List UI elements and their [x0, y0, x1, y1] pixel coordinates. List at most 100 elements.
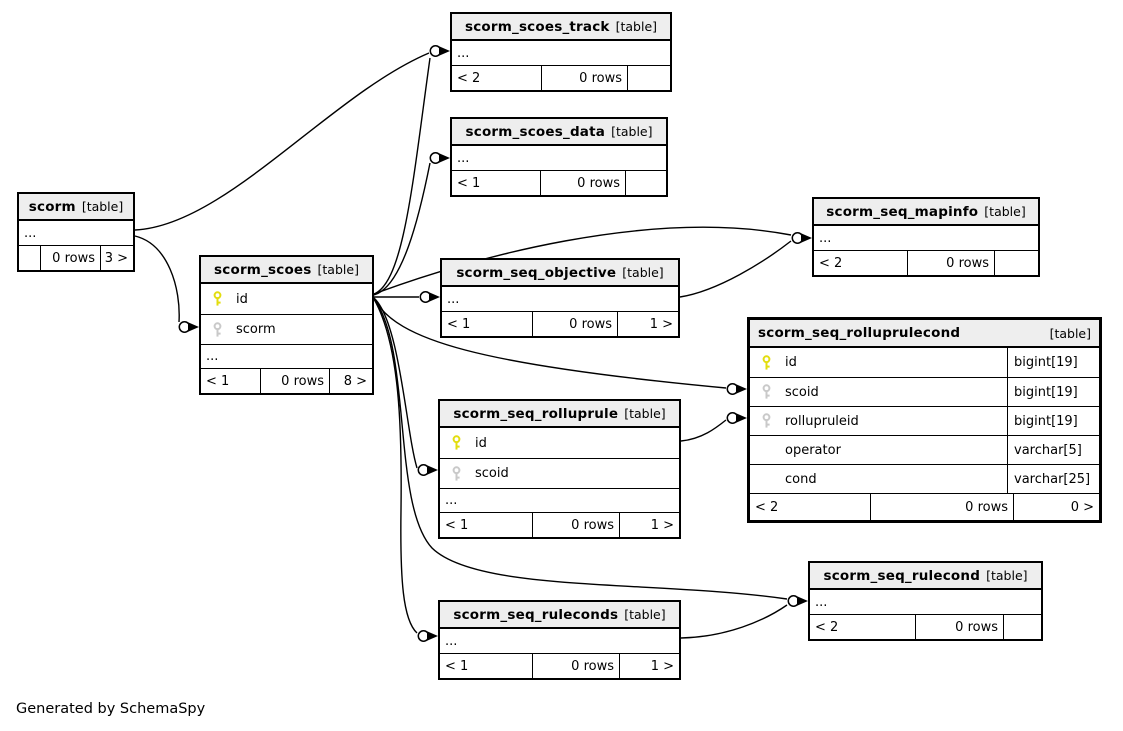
edge-scorm_scoes-to-scorm_scoes_data: [373, 162, 431, 296]
footer-parents-count: < 1: [457, 175, 481, 191]
edge-scorm_seq_objective-to-scorm_seq_mapinfo: [679, 240, 792, 298]
column-name: rollupruleid: [785, 413, 859, 429]
footer-children-count: [1003, 615, 1041, 639]
foreign-key-icon: [761, 384, 777, 400]
table-type-label: [table]: [611, 124, 653, 139]
table-header-scorm_seq_rulecond[interactable]: scorm_seq_rulecond[table]: [810, 563, 1041, 590]
table-name[interactable]: scorm_seq_rulecond: [823, 567, 981, 584]
more-columns-row: ...: [810, 590, 1041, 614]
edge-scorm_scoes-to-scorm_seq_rolluprulecond-scoid: [373, 297, 727, 389]
column-type: bigint[19]: [1007, 378, 1099, 406]
footer-parents-count: < 1: [447, 316, 471, 332]
table-name[interactable]: scorm_seq_ruleconds: [453, 606, 619, 623]
fk-arrowhead-icon: [429, 292, 440, 302]
table-header-scorm_scoes[interactable]: scorm_scoes[table]: [201, 257, 372, 284]
footer-parents-count: < 1: [445, 517, 469, 533]
table-name[interactable]: scorm_seq_rolluprulecond: [758, 325, 961, 341]
table-header-scorm_seq_ruleconds[interactable]: scorm_seq_ruleconds [table]: [440, 602, 679, 629]
footer-rows-count: 0 rows: [532, 312, 617, 336]
footer-parents-count: < 2: [755, 499, 779, 515]
edge-scorm_seq_ruleconds-to-scorm_seq_rulecond: [680, 604, 788, 639]
column-name: cond: [785, 471, 817, 487]
table-type-label: [table]: [624, 607, 666, 622]
table-type-label: [table]: [81, 199, 124, 214]
footer-rows-count: 0 rows: [260, 369, 329, 393]
footer-rows-count: 0 rows: [532, 654, 619, 678]
table-name[interactable]: scorm_scoes_data: [465, 123, 606, 140]
table-name[interactable]: scorm_scoes_track: [464, 18, 610, 35]
table-name[interactable]: scorm_seq_objective: [456, 264, 617, 281]
table-type-label: [table]: [984, 204, 1026, 219]
footer-rows-count: 0 rows: [532, 513, 619, 537]
foreign-key-icon: [451, 465, 467, 482]
table-name[interactable]: scorm_seq_mapinfo: [826, 203, 979, 220]
edge-scorm_scoes-to-scorm_seq_mapinfo: [373, 226, 792, 295]
column-scoid: scoid: [440, 458, 679, 488]
column-name: id: [475, 435, 487, 451]
edge-scorm_seq_rolluprule-to-scorm_seq_rolluprulecond-rollupruleid: [680, 419, 727, 442]
column-id: id: [440, 428, 679, 458]
footer-rows-count: 0 rows: [541, 66, 627, 90]
table-header-scorm_seq_rolluprulecond[interactable]: scorm_seq_rolluprulecond [table]: [750, 320, 1099, 348]
fk-arrowhead-icon: [801, 233, 812, 243]
footer-parents-count: < 1: [445, 658, 469, 674]
table-name[interactable]: scorm_seq_rolluprule: [453, 405, 619, 422]
fk-arrowhead-icon: [736, 384, 747, 394]
column-name: scorm: [236, 322, 276, 337]
more-columns-row: ...: [442, 287, 678, 311]
table-header-scorm_seq_mapinfo[interactable]: scorm_seq_mapinfo [table]: [814, 199, 1038, 226]
column-type: varchar[5]: [1007, 436, 1099, 464]
table-header-scorm_scoes_track[interactable]: scorm_scoes_track [table]: [452, 14, 670, 41]
generated-by-caption: Generated by SchemaSpy: [16, 701, 206, 717]
more-columns-row: ...: [452, 146, 666, 170]
edge-scorm_scoes-to-scorm_scoes_track: [373, 57, 431, 295]
edge-scorm_scoes-to-scorm_seq_rulecond: [373, 298, 788, 600]
table-name[interactable]: scorm_scoes: [214, 261, 312, 278]
table-name[interactable]: scorm: [28, 198, 76, 215]
table-header-scorm[interactable]: scorm [table]: [19, 194, 133, 221]
footer-children-count: 8 >: [329, 369, 372, 393]
fk-arrowhead-icon: [439, 153, 450, 163]
column-scorm: scorm: [201, 314, 372, 344]
footer-children-count: [625, 171, 666, 195]
foreign-key-icon: [761, 413, 777, 429]
table-header-scorm_seq_rolluprule[interactable]: scorm_seq_rolluprule[table]: [440, 401, 679, 428]
table-header-scorm_scoes_data[interactable]: scorm_scoes_data [table]: [452, 119, 666, 146]
fk-arrowhead-icon: [797, 596, 808, 606]
fk-arrowhead-icon: [736, 413, 747, 423]
edge-scorm_scoes-to-scorm_seq_rolluprule-scoid: [373, 297, 418, 469]
footer-children-count: 1 >: [617, 312, 678, 336]
fk-arrowhead-icon: [188, 322, 199, 332]
table-type-label: [table]: [615, 19, 658, 34]
primary-key-icon: [761, 354, 777, 371]
footer-children-count: 3 >: [100, 246, 133, 270]
fk-arrowhead-icon: [427, 465, 438, 475]
column-type: bigint[19]: [1007, 348, 1099, 377]
table-header-scorm_seq_objective[interactable]: scorm_seq_objective[table]: [442, 260, 678, 287]
column-type: bigint[19]: [1007, 407, 1099, 435]
foreign-key-icon: [212, 321, 228, 338]
table-type-label: [table]: [1049, 325, 1091, 341]
footer-children-count: 1 >: [619, 513, 679, 537]
